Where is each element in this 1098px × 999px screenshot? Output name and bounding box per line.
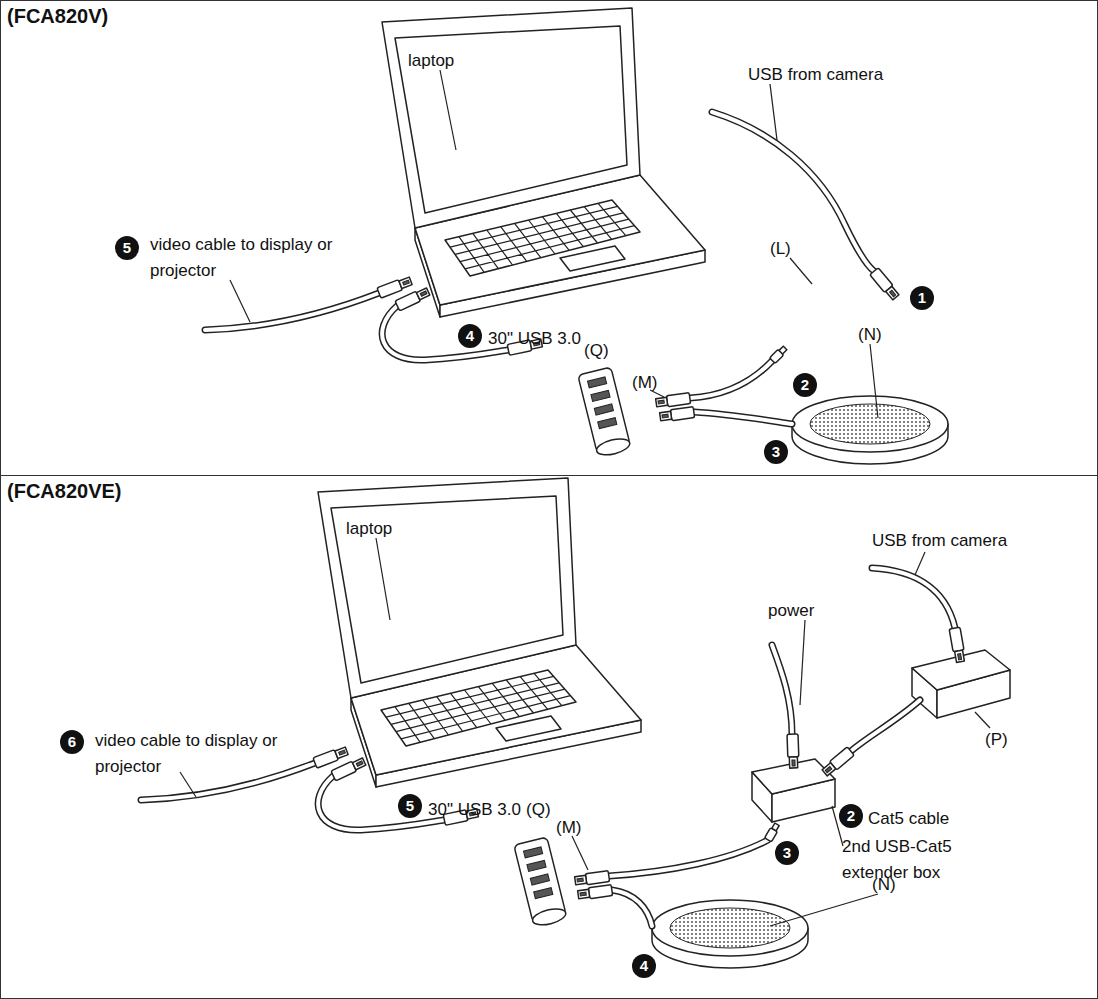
laptop-drawing	[382, 8, 705, 317]
usb3-cable	[395, 287, 430, 311]
y-cable	[609, 840, 768, 876]
cat5-cable	[821, 747, 854, 777]
cable-label: video cable to display or projector	[150, 232, 360, 283]
callout-number: 3	[775, 841, 799, 865]
y-cable	[694, 412, 792, 424]
speakerphone	[792, 396, 948, 464]
callout-number: 2	[839, 804, 863, 828]
part-label: (L)	[770, 236, 791, 262]
leader-line	[230, 280, 250, 322]
speakerphone	[792, 396, 948, 464]
power-cable	[772, 645, 792, 734]
leader-line	[180, 538, 990, 926]
video-cable	[141, 763, 315, 800]
usb3-cable	[318, 776, 444, 830]
cable-label: USB from camera	[748, 62, 883, 88]
leader-line	[770, 84, 777, 140]
callout-number: 3	[764, 440, 788, 464]
camera-cable	[870, 268, 900, 301]
laptop-drawing	[318, 478, 641, 787]
leader-line	[770, 894, 878, 926]
y-cable	[770, 345, 788, 363]
speakerphone	[652, 900, 808, 968]
part-label: (Q)	[584, 338, 609, 364]
part-label: (M)	[632, 370, 657, 396]
callout-number: 4	[632, 954, 656, 978]
cable-label: USB from camera	[872, 528, 1007, 554]
part-label: (P)	[985, 727, 1008, 753]
y-cable	[577, 885, 612, 901]
callout-number: 6	[60, 730, 84, 754]
cable-label: 30" USB 3.0	[428, 797, 521, 823]
y-cable	[612, 890, 652, 926]
device-label: laptop	[346, 516, 392, 542]
usb3-cable	[318, 757, 479, 831]
y-cable	[694, 412, 792, 424]
leader-line	[440, 70, 456, 150]
laptop-drawing	[382, 8, 705, 317]
leader-line	[870, 344, 878, 418]
y-cable	[765, 822, 781, 842]
leader-line	[975, 712, 990, 728]
y-cable	[690, 361, 772, 398]
usb-hub	[578, 367, 632, 458]
cat5-cable	[851, 700, 920, 751]
leader-line	[180, 772, 196, 797]
camera-cable	[872, 568, 955, 628]
cat5-cable	[851, 700, 920, 751]
part-label: (M)	[556, 815, 581, 841]
usb3-cable	[331, 757, 366, 781]
video-cable	[141, 763, 315, 800]
video-cable	[205, 293, 379, 330]
usb-hub	[578, 367, 632, 458]
part-label: 2nd USB-Cat5 extender box	[842, 834, 972, 885]
usb-hub	[514, 837, 568, 928]
callout-number: 1	[910, 286, 934, 310]
y-cable	[659, 407, 694, 423]
leader-line	[790, 258, 812, 284]
camera-cable	[949, 627, 966, 662]
usb3-cable	[382, 287, 543, 361]
power-cable	[772, 645, 792, 734]
part-label: (N)	[872, 872, 896, 898]
device-label: laptop	[408, 48, 454, 74]
power-cable	[787, 734, 799, 768]
leader-line	[572, 836, 588, 870]
camera-cable	[712, 112, 900, 301]
callout-number: 5	[398, 794, 422, 818]
y-cable	[690, 361, 772, 398]
y-cable	[655, 345, 792, 424]
camera-cable	[872, 568, 966, 663]
cat5-cable	[821, 700, 920, 777]
cable-label: video cable to display or projector	[95, 728, 305, 779]
cable-label: Cat5 cable	[868, 806, 949, 832]
speakerphone	[652, 900, 808, 968]
leader-line	[800, 620, 805, 705]
camera-cable	[872, 568, 955, 628]
video-cable	[205, 293, 379, 330]
callout-number: 5	[115, 236, 139, 260]
y-cable	[574, 871, 609, 887]
y-cable	[609, 840, 768, 876]
y-cable	[574, 822, 780, 926]
leader-line	[915, 552, 925, 575]
callout-number: 2	[793, 373, 817, 397]
y-cable	[612, 890, 652, 926]
camera-cable	[712, 112, 874, 271]
power-cable	[772, 645, 799, 768]
camera-cable	[712, 112, 874, 271]
panel-heading: (FCA820VE)	[7, 480, 121, 503]
usb3-cable	[318, 776, 444, 830]
cable-label: 30" USB 3.0	[488, 326, 581, 352]
laptop-drawing	[141, 478, 641, 928]
panel-heading: (FCA820V)	[7, 5, 108, 28]
callout-number: 4	[458, 324, 482, 348]
usb-hub	[514, 837, 568, 928]
leader-line	[376, 538, 390, 620]
part-label: (Q)	[526, 797, 551, 823]
cable-label: power	[768, 598, 814, 624]
part-label: (N)	[858, 322, 882, 348]
